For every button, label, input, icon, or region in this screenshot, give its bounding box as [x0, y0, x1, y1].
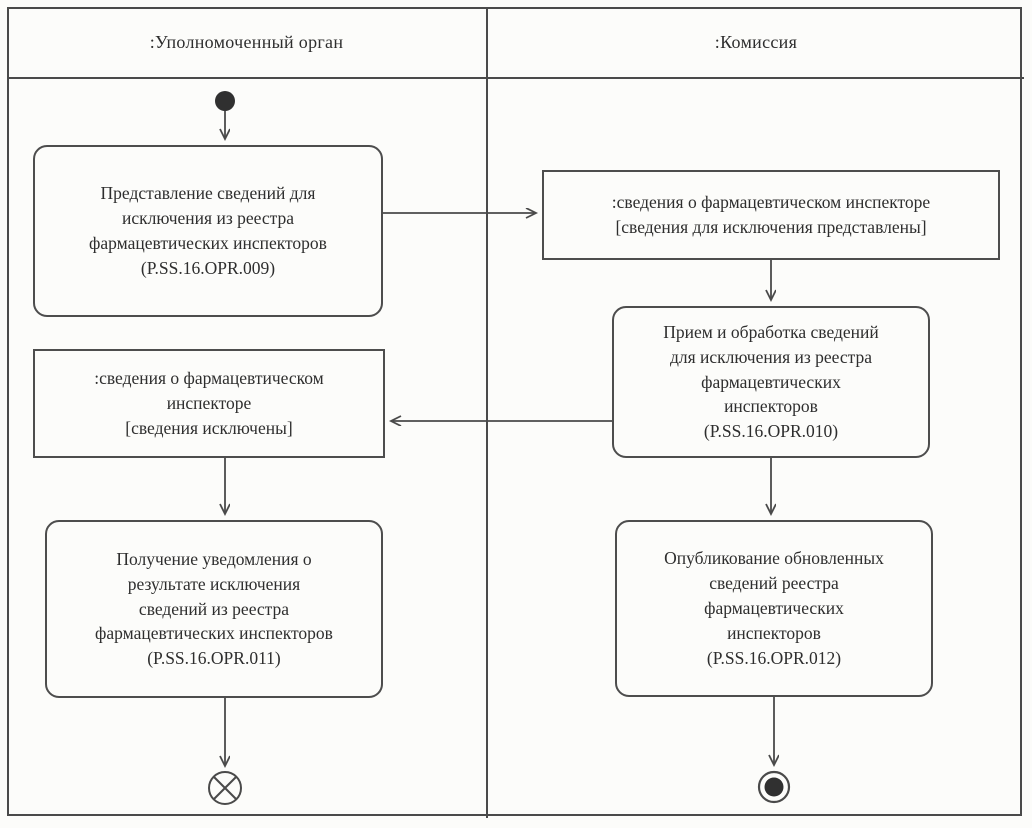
activity-node-receive-process-exclusion: Прием и обработка сведений для исключени…: [612, 306, 930, 458]
lane-header-commission: :Комиссия: [714, 31, 798, 52]
object-node-inspector-info-submitted: :сведения о фармацевтическом инспекторе …: [542, 170, 1000, 260]
diagram-frame: [7, 7, 1022, 816]
activity-node-receive-exclusion-notification: Получение уведомления о результате исклю…: [45, 520, 383, 698]
object-node-inspector-info-excluded: :сведения о фармацевтическом инспекторе …: [33, 349, 385, 458]
activity-node-submit-exclusion-info: Представление сведений для исключения из…: [33, 145, 383, 317]
activity-node-publish-updated-register: Опубликование обновленных сведений реест…: [615, 520, 933, 697]
lane-header-divider: [7, 77, 1024, 79]
swimlane-divider: [486, 7, 488, 818]
lane-header-authorized-body: :Уполномоченный орган: [149, 31, 344, 52]
